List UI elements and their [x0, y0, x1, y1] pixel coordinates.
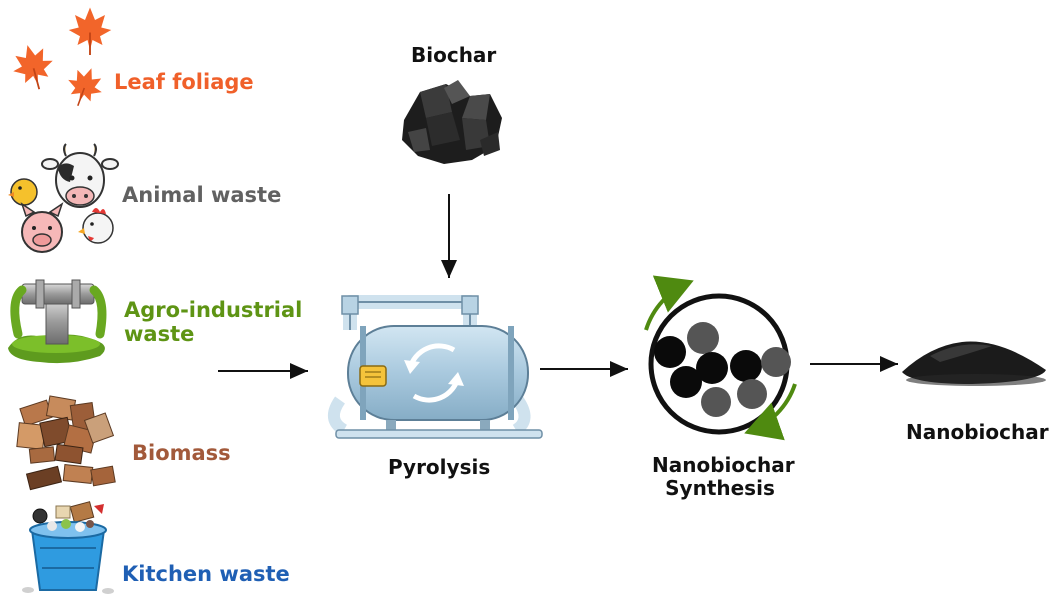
synthesis-label: Nanobiochar Synthesis	[652, 453, 795, 500]
biochar-label: Biochar	[411, 43, 497, 67]
source-label-animal: Animal waste	[122, 183, 282, 207]
source-label-agro: Agro-industrial waste	[124, 298, 303, 347]
source-label-leaf: Leaf foliage	[114, 70, 254, 94]
pyrolysis-label: Pyrolysis	[388, 455, 491, 479]
source-label-kitchen: Kitchen waste	[122, 562, 290, 586]
wood-pile-icon	[16, 395, 116, 491]
farm-animals-icon	[8, 143, 119, 253]
pyrolysis-tank-icon	[328, 295, 543, 439]
waste-pipe-icon	[8, 279, 107, 364]
biochar-chunks-icon	[402, 80, 502, 164]
powder-pile-icon	[902, 341, 1046, 386]
food-waste-bin-icon	[22, 501, 114, 594]
nanobiochar-label: Nanobiochar	[906, 420, 1049, 444]
source-label-biomass: Biomass	[132, 441, 231, 465]
maple-leaves-icon	[13, 7, 112, 107]
nanoparticle-circle-icon	[644, 275, 797, 441]
